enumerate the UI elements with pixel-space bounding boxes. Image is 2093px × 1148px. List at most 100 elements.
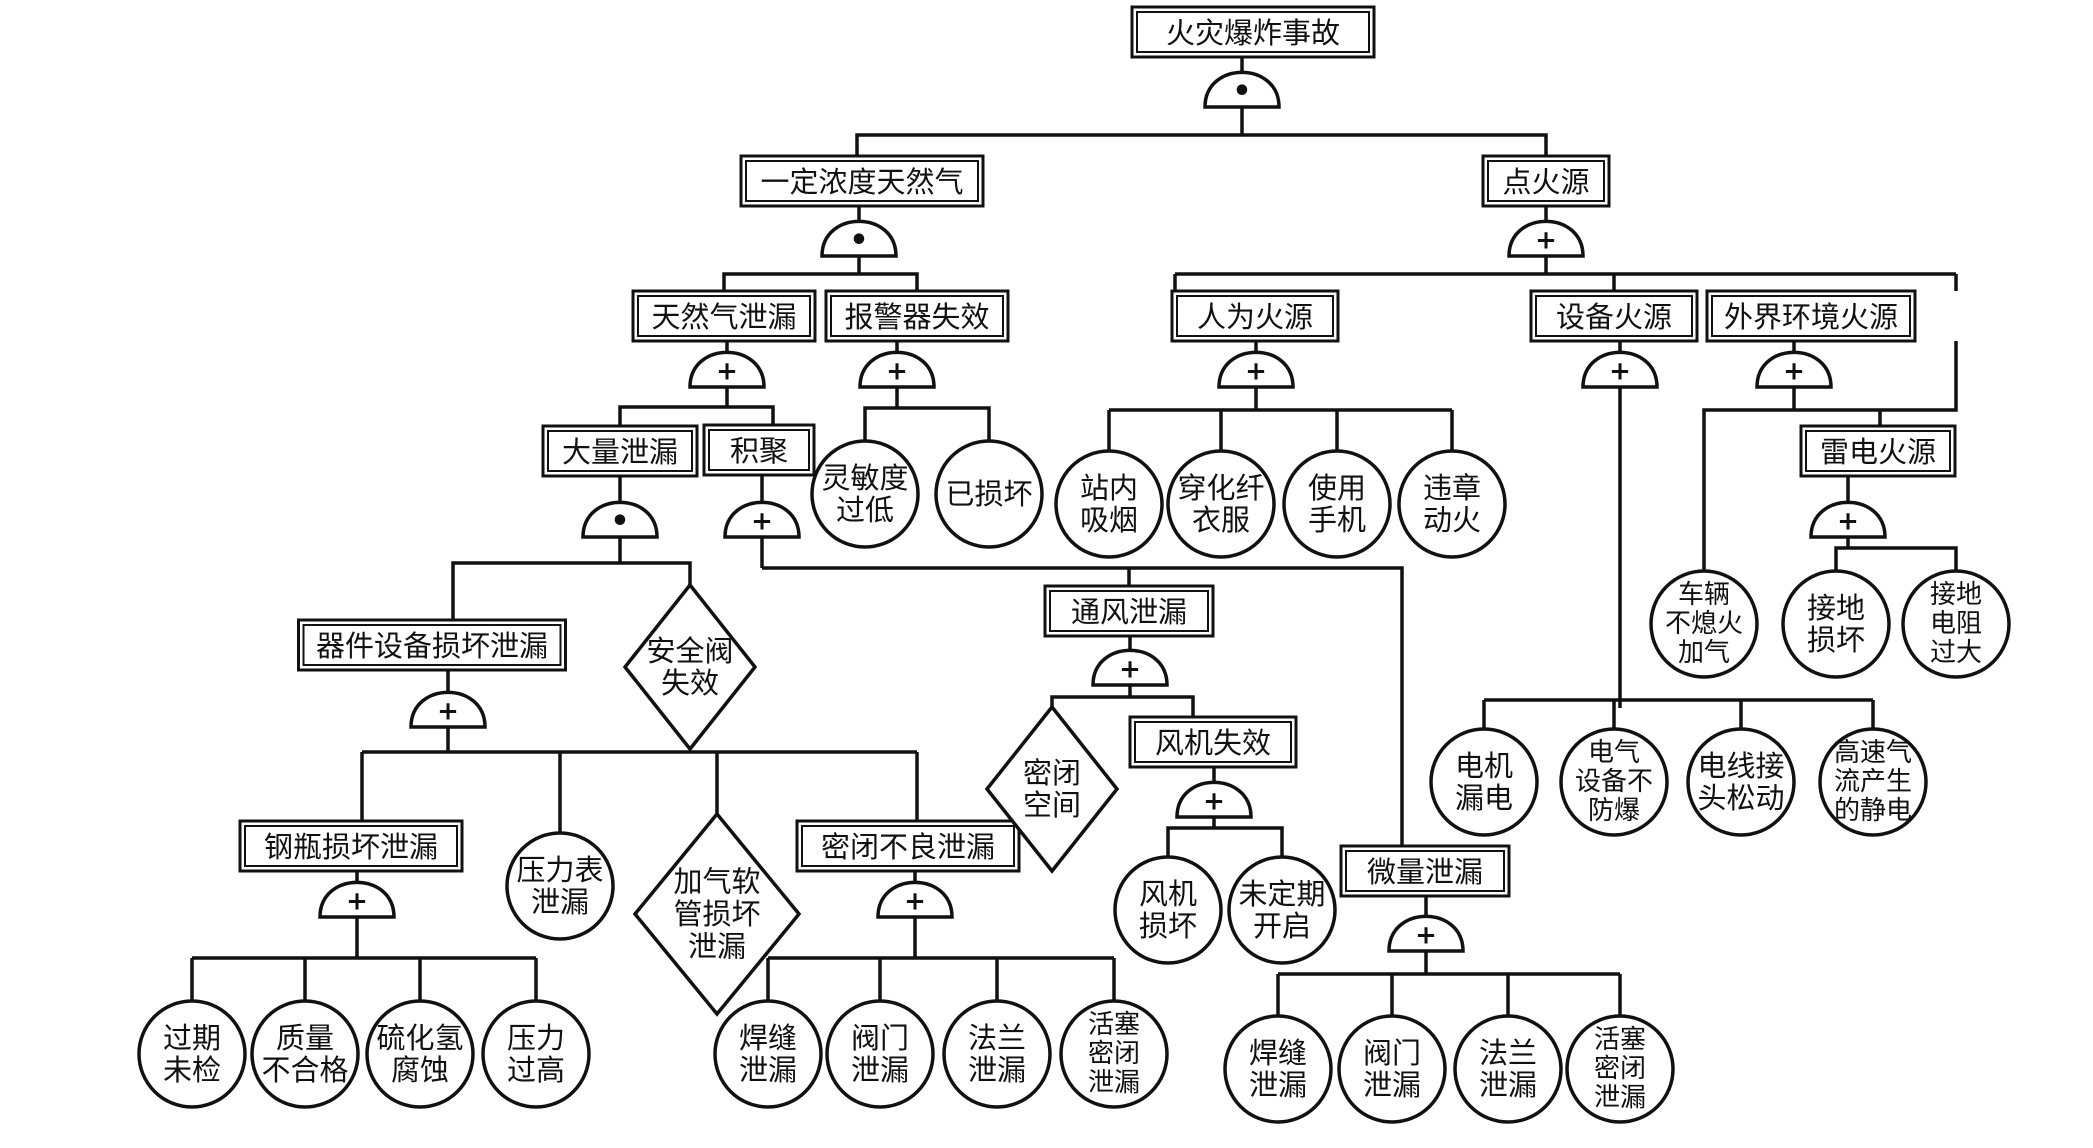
- gate-shape: [876, 880, 954, 919]
- event-box-inner: [244, 825, 458, 867]
- event-label-alarm: 报警器失效: [844, 300, 989, 334]
- basic-event-label: 开启: [1253, 909, 1311, 943]
- or-gate: +: [688, 350, 766, 389]
- event-box-inner: [637, 295, 811, 337]
- undeveloped-event-diamond: [984, 704, 1120, 874]
- basic-event-label: 的静电: [1834, 796, 1912, 826]
- undeveloped-event-label: 空间: [1023, 788, 1081, 822]
- and-gate-symbol: •: [849, 223, 868, 258]
- basic-event-label: 活塞: [1594, 1025, 1646, 1055]
- connector-line: [618, 405, 775, 428]
- event-accum: 积聚: [702, 423, 816, 477]
- basic-event-label: 压力表: [516, 853, 603, 887]
- event-human: 人为火源: [1170, 289, 1340, 343]
- event-label-gas: 一定浓度天然气: [760, 165, 963, 199]
- or-gate: +: [1507, 219, 1585, 258]
- or-gate: +: [1091, 648, 1169, 687]
- gate-shape: [688, 350, 766, 389]
- or-gate-symbol: +: [1415, 920, 1437, 950]
- basic-event-label: 手机: [1308, 503, 1366, 537]
- and-gate-symbol: •: [1232, 74, 1251, 109]
- or-gate: +: [876, 880, 954, 919]
- basic-event-circle: [365, 999, 475, 1109]
- basic-event-label: 加气: [1678, 638, 1730, 668]
- basic-event-label: 车辆: [1678, 580, 1730, 610]
- or-gate-symbol: +: [716, 356, 738, 386]
- basic-event-label: 站内: [1080, 471, 1138, 505]
- undeveloped-event-diamond: [632, 811, 802, 1017]
- or-gate: +: [858, 350, 936, 389]
- basic-event-circle: [1337, 1014, 1447, 1124]
- and-gate: •: [581, 500, 659, 539]
- logic-gates: ••++++++•++++++++: [318, 70, 1887, 953]
- basic-events: 灵敏度过低已损坏站内吸烟穿化纤衣服使用手机违章动火车辆不熄火加气接地损坏接地电阻…: [137, 439, 2011, 1124]
- basic-event-circle: [1429, 727, 1539, 837]
- basic-event-circle: [810, 439, 920, 549]
- basic-event-circle: [1901, 569, 2011, 679]
- basic-event-circle: [1113, 855, 1223, 965]
- gate-shape: [1091, 648, 1169, 687]
- event-fanfail: 风机失效: [1128, 715, 1298, 769]
- event-label-ignition: 点火源: [1502, 165, 1589, 199]
- gate-shape: [318, 880, 396, 919]
- event-external: 外界环境火源: [1705, 289, 1917, 343]
- basic-event-label: 密闭: [1088, 1039, 1140, 1069]
- connector-line: [762, 566, 1404, 846]
- basic-event-label: 腐蚀: [391, 1053, 449, 1087]
- undeveloped-event-diamond: [622, 582, 758, 752]
- basic-event-label: 接地: [1930, 580, 1982, 610]
- and-gate-symbol: •: [610, 504, 629, 539]
- event-label-top: 火灾爆炸事故: [1166, 16, 1340, 50]
- basic-event-label: 焊缝: [1249, 1036, 1307, 1070]
- or-gate-symbol: +: [1245, 356, 1267, 386]
- basic-event-label: 设备不: [1575, 767, 1653, 797]
- basic-event-label: 不熄火: [1665, 609, 1743, 639]
- event-gas: 一定浓度天然气: [739, 154, 985, 208]
- event-seal: 密闭不良泄漏: [795, 819, 1021, 873]
- basic-event-circle: [1686, 727, 1796, 837]
- basic-event-label: 泄漏: [851, 1053, 909, 1087]
- event-box-inner: [1487, 160, 1605, 202]
- event-label-equip: 设备火源: [1556, 300, 1672, 334]
- or-gate: +: [1581, 350, 1659, 389]
- connector-lines: [190, 57, 1958, 1016]
- gate-shape: [820, 219, 898, 258]
- basic-event-label: 泄漏: [1363, 1068, 1421, 1102]
- gate-shape: [1217, 350, 1295, 389]
- basic-event-circle: [505, 831, 615, 941]
- basic-event-label: 未定期: [1238, 877, 1325, 911]
- basic-event-label: 高速气: [1834, 738, 1912, 768]
- basic-event-circle: [1818, 727, 1928, 837]
- event-box-inner: [547, 430, 693, 472]
- or-gate: +: [409, 690, 487, 729]
- or-gate-symbol: +: [1783, 356, 1805, 386]
- event-box-inner: [302, 624, 562, 666]
- basic-event-circle: [481, 999, 591, 1109]
- basic-event-label: 电气: [1588, 738, 1640, 768]
- event-equip: 设备火源: [1529, 289, 1699, 343]
- event-ignition: 点火源: [1481, 154, 1611, 208]
- basic-event-label: 动火: [1423, 503, 1481, 537]
- event-label-seal: 密闭不良泄漏: [821, 830, 995, 864]
- basic-event-circle: [1559, 727, 1669, 837]
- event-label-leak: 天然气泄漏: [651, 300, 796, 334]
- or-gate-symbol: +: [1609, 356, 1631, 386]
- gate-shape: [1387, 914, 1465, 953]
- basic-event-lm2: 已损坏: [934, 439, 1044, 549]
- event-label-biglk: 大量泄漏: [562, 435, 678, 469]
- gate-shape: [1755, 350, 1833, 389]
- or-gate: +: [1175, 780, 1253, 819]
- basic-event-label: 活塞: [1088, 1010, 1140, 1040]
